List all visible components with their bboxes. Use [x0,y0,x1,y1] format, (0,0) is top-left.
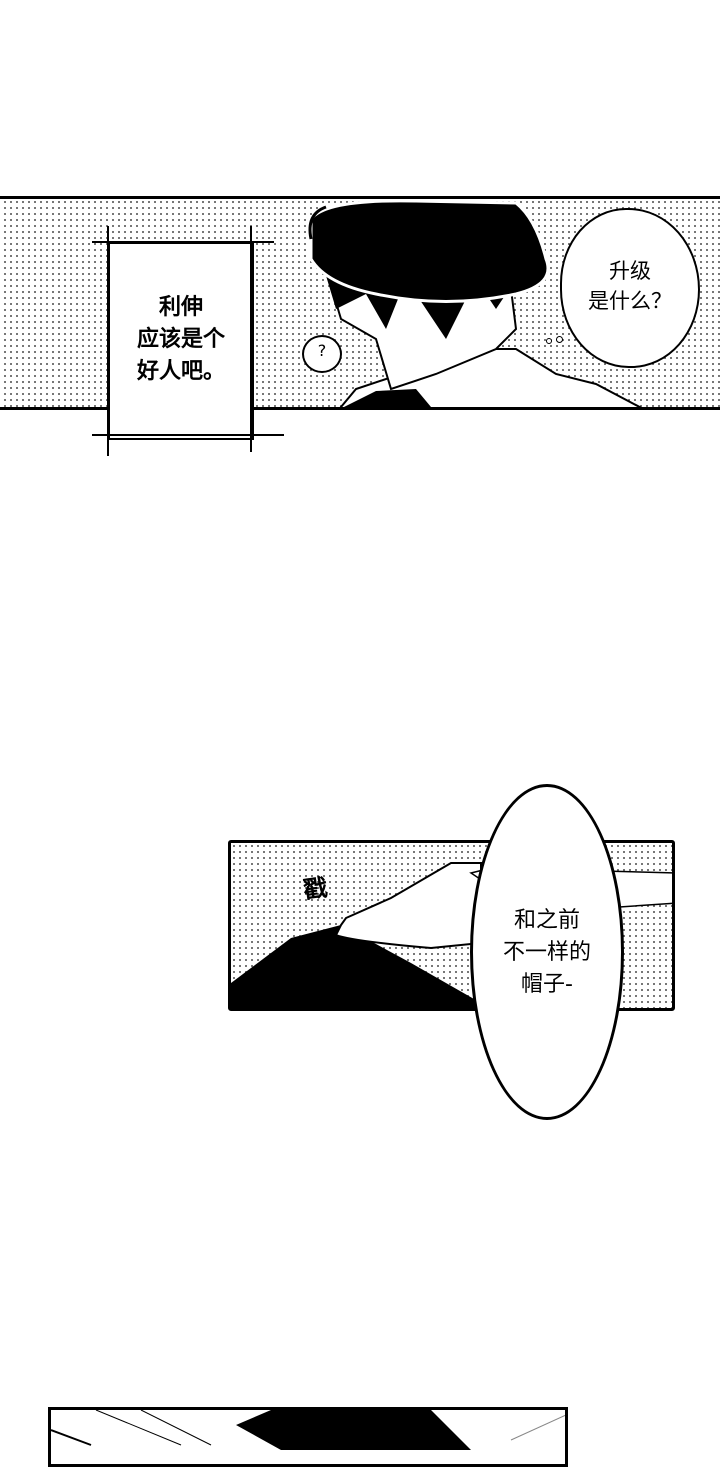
panel-3 [48,1407,568,1467]
crop-line [250,226,252,452]
character-hat-figure [308,199,642,407]
narration-text: 利伸 应该是个 好人吧。 [110,292,252,388]
narration-line: 好人吧。 [136,358,225,384]
crop-line [92,434,284,436]
thought-text: 升级 是什么？ [562,256,698,317]
narration-line: 应该是个 [136,326,225,352]
speech-line: 和之前 [513,908,580,933]
narration-box: 利伸 应该是个 好人吧。 [108,242,254,440]
question-mark: ? [317,341,327,360]
crop-line [92,241,274,243]
small-question-bubble: ? [302,335,342,373]
speech-line: 帽子- [521,971,573,997]
speech-line: 不一样的 [502,939,591,965]
thought-line: 升级 [609,259,651,283]
thought-bubble: 升级 是什么？ [560,208,700,368]
thought-dot [546,338,552,344]
crop-line [107,226,109,456]
thought-dot [556,336,563,343]
speech-bubble: 和之前 不一样的 帽子- [470,784,624,1120]
speed-lines-hat [51,1410,565,1450]
thought-line: 是什么？ [588,289,672,314]
speech-text: 和之前 不一样的 帽子- [473,905,621,1001]
narration-line: 利伸 [158,295,203,320]
sfx-poke: 戳 [301,873,330,905]
